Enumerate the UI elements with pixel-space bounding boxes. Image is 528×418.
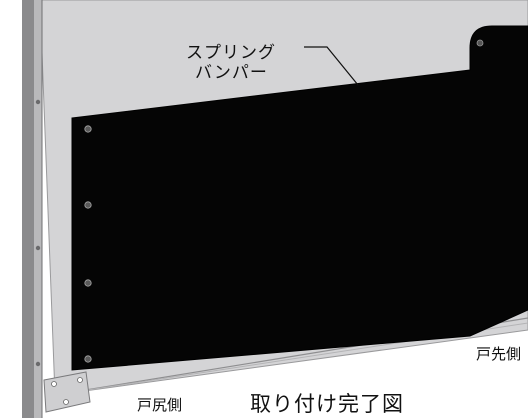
bumper-screws	[84, 125, 92, 363]
spring-bumper	[71, 25, 528, 371]
frame-screw-1	[35, 99, 41, 105]
spring-bumper-leader	[304, 46, 359, 86]
hinge-bracket	[43, 371, 91, 413]
frame-screw-3	[35, 361, 41, 367]
door-lead-side-label: 戸先側	[476, 345, 522, 363]
spring-bumper-label-line2: バンパー	[195, 63, 268, 83]
spring-bumper-label-line1: スプリング	[186, 43, 276, 63]
frame-rail-outer	[22, 0, 34, 418]
frame-rail-face	[34, 0, 42, 418]
frame-screw-2	[35, 245, 41, 251]
diagram-caption: 取り付け完了図	[250, 392, 404, 416]
door-hinge-side-label: 戸尻側	[137, 396, 183, 414]
bumper-top-screw	[476, 39, 484, 47]
